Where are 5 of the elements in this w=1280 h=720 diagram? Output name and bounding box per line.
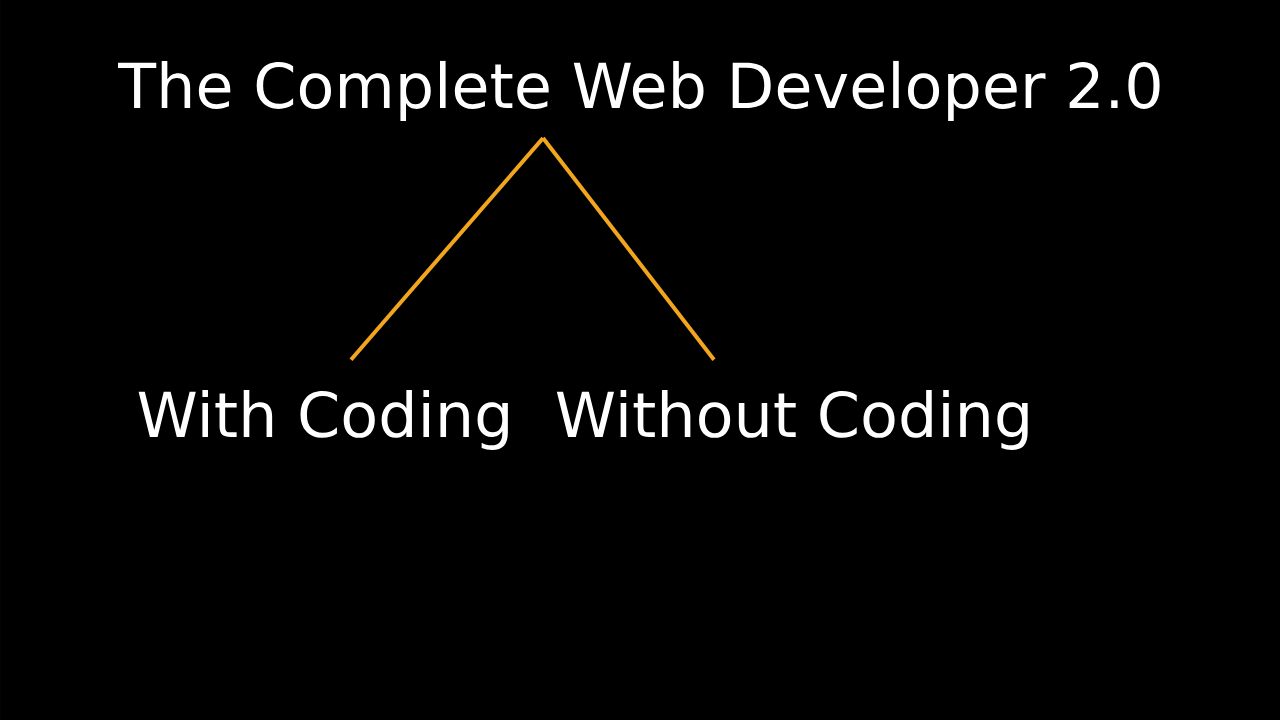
connector-line	[541, 136, 716, 361]
connector-line	[349, 136, 545, 361]
heading-text: The Complete Web Developer 2.0	[118, 60, 1160, 121]
branch-label: Without Coding	[556, 389, 1028, 450]
branch-label: With Coding	[138, 389, 508, 450]
